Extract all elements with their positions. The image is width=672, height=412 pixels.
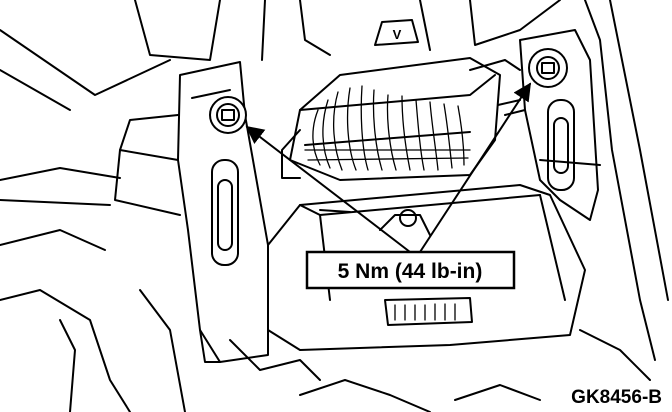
leader-arrows — [245, 82, 531, 253]
right-bolt-icon — [528, 48, 568, 88]
right-bracket — [504, 29, 599, 221]
arrow-to-right-bolt — [419, 82, 531, 253]
marked-tab: V — [374, 19, 419, 46]
callout-box — [305, 250, 516, 290]
arrow-to-left-bolt — [245, 125, 411, 253]
left-bracket — [114, 61, 269, 363]
callout-label: 5 Nm (44 lb-in) — [338, 260, 483, 283]
tab-marking: V — [393, 27, 402, 42]
module-slot-grid — [384, 297, 473, 326]
torque-callout: 5 Nm (44 lb-in) — [305, 250, 516, 290]
connector-harness — [281, 57, 521, 181]
wire-bundle — [304, 85, 471, 171]
left-bolt-icon — [209, 96, 247, 134]
figure-id: GK8456-B — [571, 387, 662, 408]
